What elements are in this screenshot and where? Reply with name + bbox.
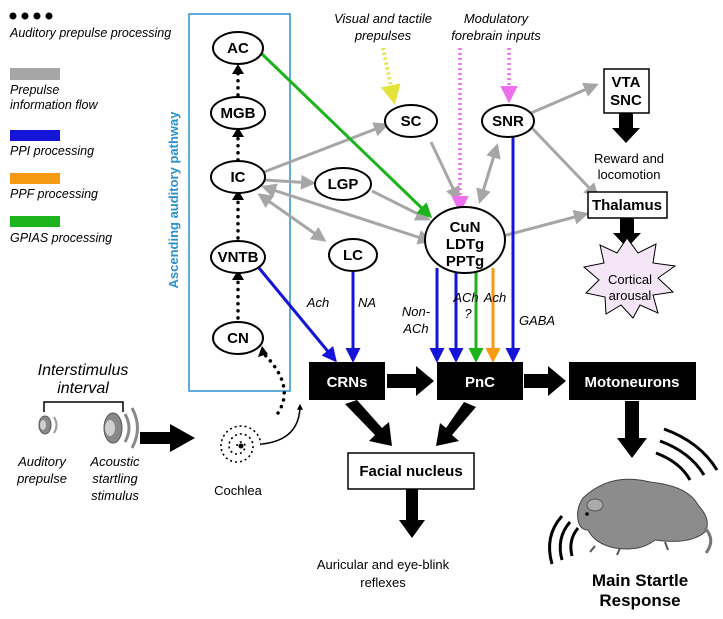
svg-text:IC: IC [231, 169, 246, 186]
svg-text:LDTg: LDTg [446, 236, 484, 253]
ascending-arrowheads [232, 64, 268, 357]
edge-label-ach-q-2: ? [464, 306, 472, 321]
node-lgp: LGP [314, 167, 372, 201]
prepulse-speaker-icon [38, 415, 58, 435]
edge-label-ach-ppf: Ach [483, 290, 506, 305]
svg-text:Thalamus: Thalamus [592, 197, 662, 214]
edge-label-nonach-1: Non- [402, 304, 431, 319]
svg-text:SNC: SNC [610, 92, 642, 109]
node-ac: AC [212, 31, 264, 65]
svg-text:SNR: SNR [492, 113, 524, 130]
startle-speaker-icon [103, 407, 139, 449]
pathway-title: Ascending auditory pathway [166, 111, 181, 289]
legend-prepulse-flow-1: Prepulse [10, 83, 59, 97]
svg-text:CRNs: CRNs [327, 374, 368, 391]
prepulse-label-2: prepulse [16, 471, 67, 486]
node-cn: CN [212, 321, 264, 355]
node-thalamus: Thalamus [587, 191, 668, 219]
node-vntb: VNTB [210, 240, 266, 274]
legend-gpias-swatch [10, 216, 60, 227]
node-crns: CRNs [309, 362, 385, 400]
node-facial-nucleus: Facial nucleus [347, 452, 475, 490]
svg-text:PPTg: PPTg [446, 253, 484, 270]
node-lc: LC [328, 238, 378, 272]
ppi-arrows [257, 134, 521, 363]
modulatory-label-2: forebrain inputs [451, 28, 541, 43]
edge-label-gaba: GABA [519, 313, 555, 328]
node-ic: IC [210, 160, 266, 194]
svg-text:CN: CN [227, 330, 249, 347]
node-motoneurons: Motoneurons [569, 362, 696, 400]
thalamus-output-arrow [613, 218, 641, 248]
ascending-dotted-arrows [236, 70, 286, 415]
reward-label-1: Reward and [594, 151, 664, 166]
svg-text:VNTB: VNTB [218, 249, 259, 266]
isi-label-1: Interstimulus [38, 362, 129, 379]
reward-label-2: locomotion [598, 167, 661, 182]
startle-stimulus-label-3: stimulus [91, 488, 139, 503]
svg-text:arousal: arousal [609, 288, 652, 303]
legend: Auditory prepulse processing Prepulse in… [9, 12, 171, 245]
visual-input-label-2: prepulses [354, 28, 412, 43]
edge-label-nonach-2: ACh [402, 321, 428, 336]
cochlea-to-crns-arrow [261, 403, 303, 445]
visual-input-arrow [380, 47, 401, 105]
svg-text:Facial nucleus: Facial nucleus [359, 463, 462, 480]
node-pnc: PnC [437, 362, 523, 400]
svg-text:LC: LC [343, 247, 363, 264]
visual-input-label-1: Visual and tactile [334, 11, 432, 26]
isi-bracket [43, 401, 124, 412]
legend-ppf-swatch [10, 173, 60, 184]
main-pathway-arrows [140, 366, 647, 538]
legend-ppi: PPI processing [10, 144, 94, 158]
cortical-arousal-burst: Cortical arousal [582, 237, 677, 319]
reflex-label-2: reflexes [360, 575, 406, 590]
svg-text:SC: SC [401, 113, 422, 130]
node-vta-snc: VTA SNC [603, 68, 650, 114]
legend-prepulse-swatch [10, 68, 60, 80]
node-snr: SNR [481, 104, 535, 138]
svg-text:PnC: PnC [465, 374, 495, 391]
edge-label-na: NA [358, 295, 376, 310]
isi-label-2: interval [57, 380, 109, 397]
edge-label-ach-q-1: ACh [452, 290, 478, 305]
startle-response-label-1: Main Startle [592, 571, 688, 590]
svg-text:Cortical: Cortical [608, 272, 652, 287]
svg-text:VTA: VTA [612, 74, 641, 91]
cochlea-icon [220, 425, 262, 463]
svg-text:LGP: LGP [328, 176, 359, 193]
gpias-arrow-ac [260, 52, 433, 219]
legend-dots-swatch [9, 12, 53, 20]
modulatory-label-1: Modulatory [464, 11, 530, 26]
svg-text:CuN: CuN [450, 219, 481, 236]
node-sc: SC [384, 104, 438, 138]
svg-text:Motoneurons: Motoneurons [585, 374, 680, 391]
svg-text:AC: AC [227, 40, 249, 57]
reflex-label-1: Auricular and eye-blink [317, 557, 450, 572]
cochlea-label: Cochlea [214, 483, 262, 498]
svg-text:MGB: MGB [221, 105, 256, 122]
legend-ppf: PPF processing [10, 187, 98, 201]
legend-auditory-prepulse: Auditory prepulse processing [9, 26, 171, 40]
vta-output-arrow [612, 113, 640, 143]
startle-stimulus-label-2: startling [92, 471, 138, 486]
edge-label-ach-vntb: Ach [306, 295, 329, 310]
legend-ppi-swatch [10, 130, 60, 141]
startle-response-label-2: Response [599, 591, 680, 610]
startle-stimulus-label-1: Acoustic [89, 454, 140, 469]
legend-prepulse-flow-2: information flow [10, 98, 99, 112]
rat-illustration [548, 427, 719, 565]
node-cun-ldtg-pptg: CuN LDTg PPTg [424, 206, 506, 274]
prepulse-label-1: Auditory [17, 454, 67, 469]
node-mgb: MGB [210, 96, 266, 130]
legend-gpias: GPIAS processing [10, 231, 112, 245]
